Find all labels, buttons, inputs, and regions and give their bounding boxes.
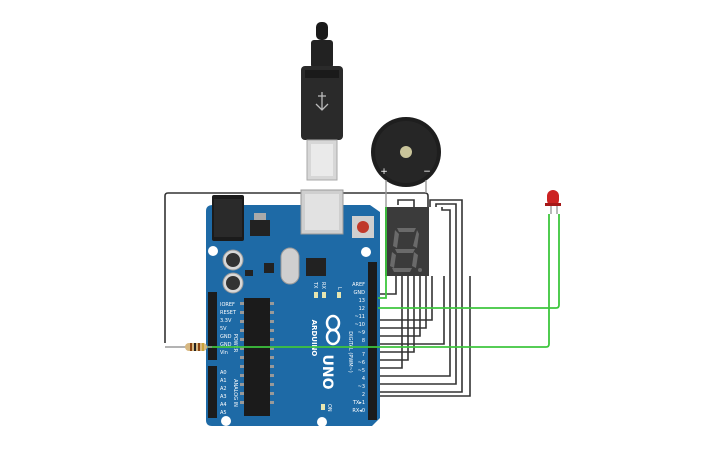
analog-title: ANALOG IN <box>232 379 238 407</box>
green-wires <box>200 207 560 348</box>
usb-cable-icon[interactable] <box>301 22 343 181</box>
pin-label: A2 <box>220 386 227 392</box>
pin-label: 4 <box>362 376 365 382</box>
buzzer-minus-label: − <box>423 167 431 177</box>
pin-label: ~11 <box>354 314 365 320</box>
digital-pin-labels: AREF GND 13 12 ~11 ~10 ~9 8 7 ~6 ~5 4 ~3… <box>352 282 365 414</box>
arduino-infinity-logo-icon <box>325 314 341 346</box>
pin-label: A4 <box>220 402 227 408</box>
pin-label: ~6 <box>358 360 365 366</box>
pin-label: 13 <box>359 298 365 304</box>
pin-label: GND <box>354 290 366 296</box>
uno-model-label: UNO <box>319 355 335 390</box>
pin-label: AREF <box>352 282 365 288</box>
analog-pin-labels: A0 A1 A2 A3 A4 A5 <box>220 370 227 416</box>
pin-label: ~3 <box>358 384 365 390</box>
red-led[interactable] <box>545 190 561 214</box>
pin-label: 7 <box>362 352 365 358</box>
pin-label: 5V <box>220 326 227 332</box>
pin-label: IOREF <box>220 302 235 308</box>
pin-label: 2 <box>362 392 365 398</box>
black-wires <box>164 192 471 397</box>
pin-label: A0 <box>220 370 227 376</box>
pin-label: GND <box>220 342 232 348</box>
pin-label: ~9 <box>358 330 365 336</box>
pin-label: ~5 <box>358 368 365 374</box>
power-pin-labels: IOREF RESET 3.3V 5V GND GND Vin <box>220 302 237 356</box>
pin-label: A3 <box>220 394 227 400</box>
pin-label: RESET <box>220 310 237 316</box>
pin-label: GND <box>220 334 232 340</box>
seven-segment-display[interactable] <box>385 207 429 276</box>
on-led-label: ON <box>326 404 332 412</box>
usb-symbol-icon <box>315 92 329 111</box>
led-l-label: L <box>336 287 342 290</box>
arduino-brand-label: ARDUINO <box>310 320 318 357</box>
pin-label: A1 <box>220 378 227 384</box>
pin-label: 3.3V <box>220 318 232 324</box>
led-rx-label: RX <box>320 282 326 289</box>
pin-label: RX◂0 <box>352 408 365 414</box>
power-title: POWER <box>232 334 238 353</box>
resistor[interactable] <box>165 343 212 351</box>
buzzer-plus-label: + <box>380 167 388 177</box>
pin-label: Vin <box>220 350 228 356</box>
power-header[interactable] <box>208 292 217 360</box>
digital-title: DIGITAL (PWM~) <box>347 331 353 373</box>
arduino-uno-board[interactable]: ARDUINO UNO DIGITAL (PWM~) POWER ANALOG … <box>206 189 380 427</box>
pin-label: A5 <box>220 410 227 416</box>
piezo-buzzer[interactable]: + − <box>371 117 441 207</box>
pin-label: 8 <box>362 338 365 344</box>
pin-label: 12 <box>359 306 365 312</box>
pin-label: TX▸1 <box>352 400 365 406</box>
led-tx-label: TX <box>312 281 318 289</box>
pin-label: ~10 <box>354 322 365 328</box>
digital-header[interactable] <box>368 262 377 420</box>
analog-header[interactable] <box>208 366 217 418</box>
